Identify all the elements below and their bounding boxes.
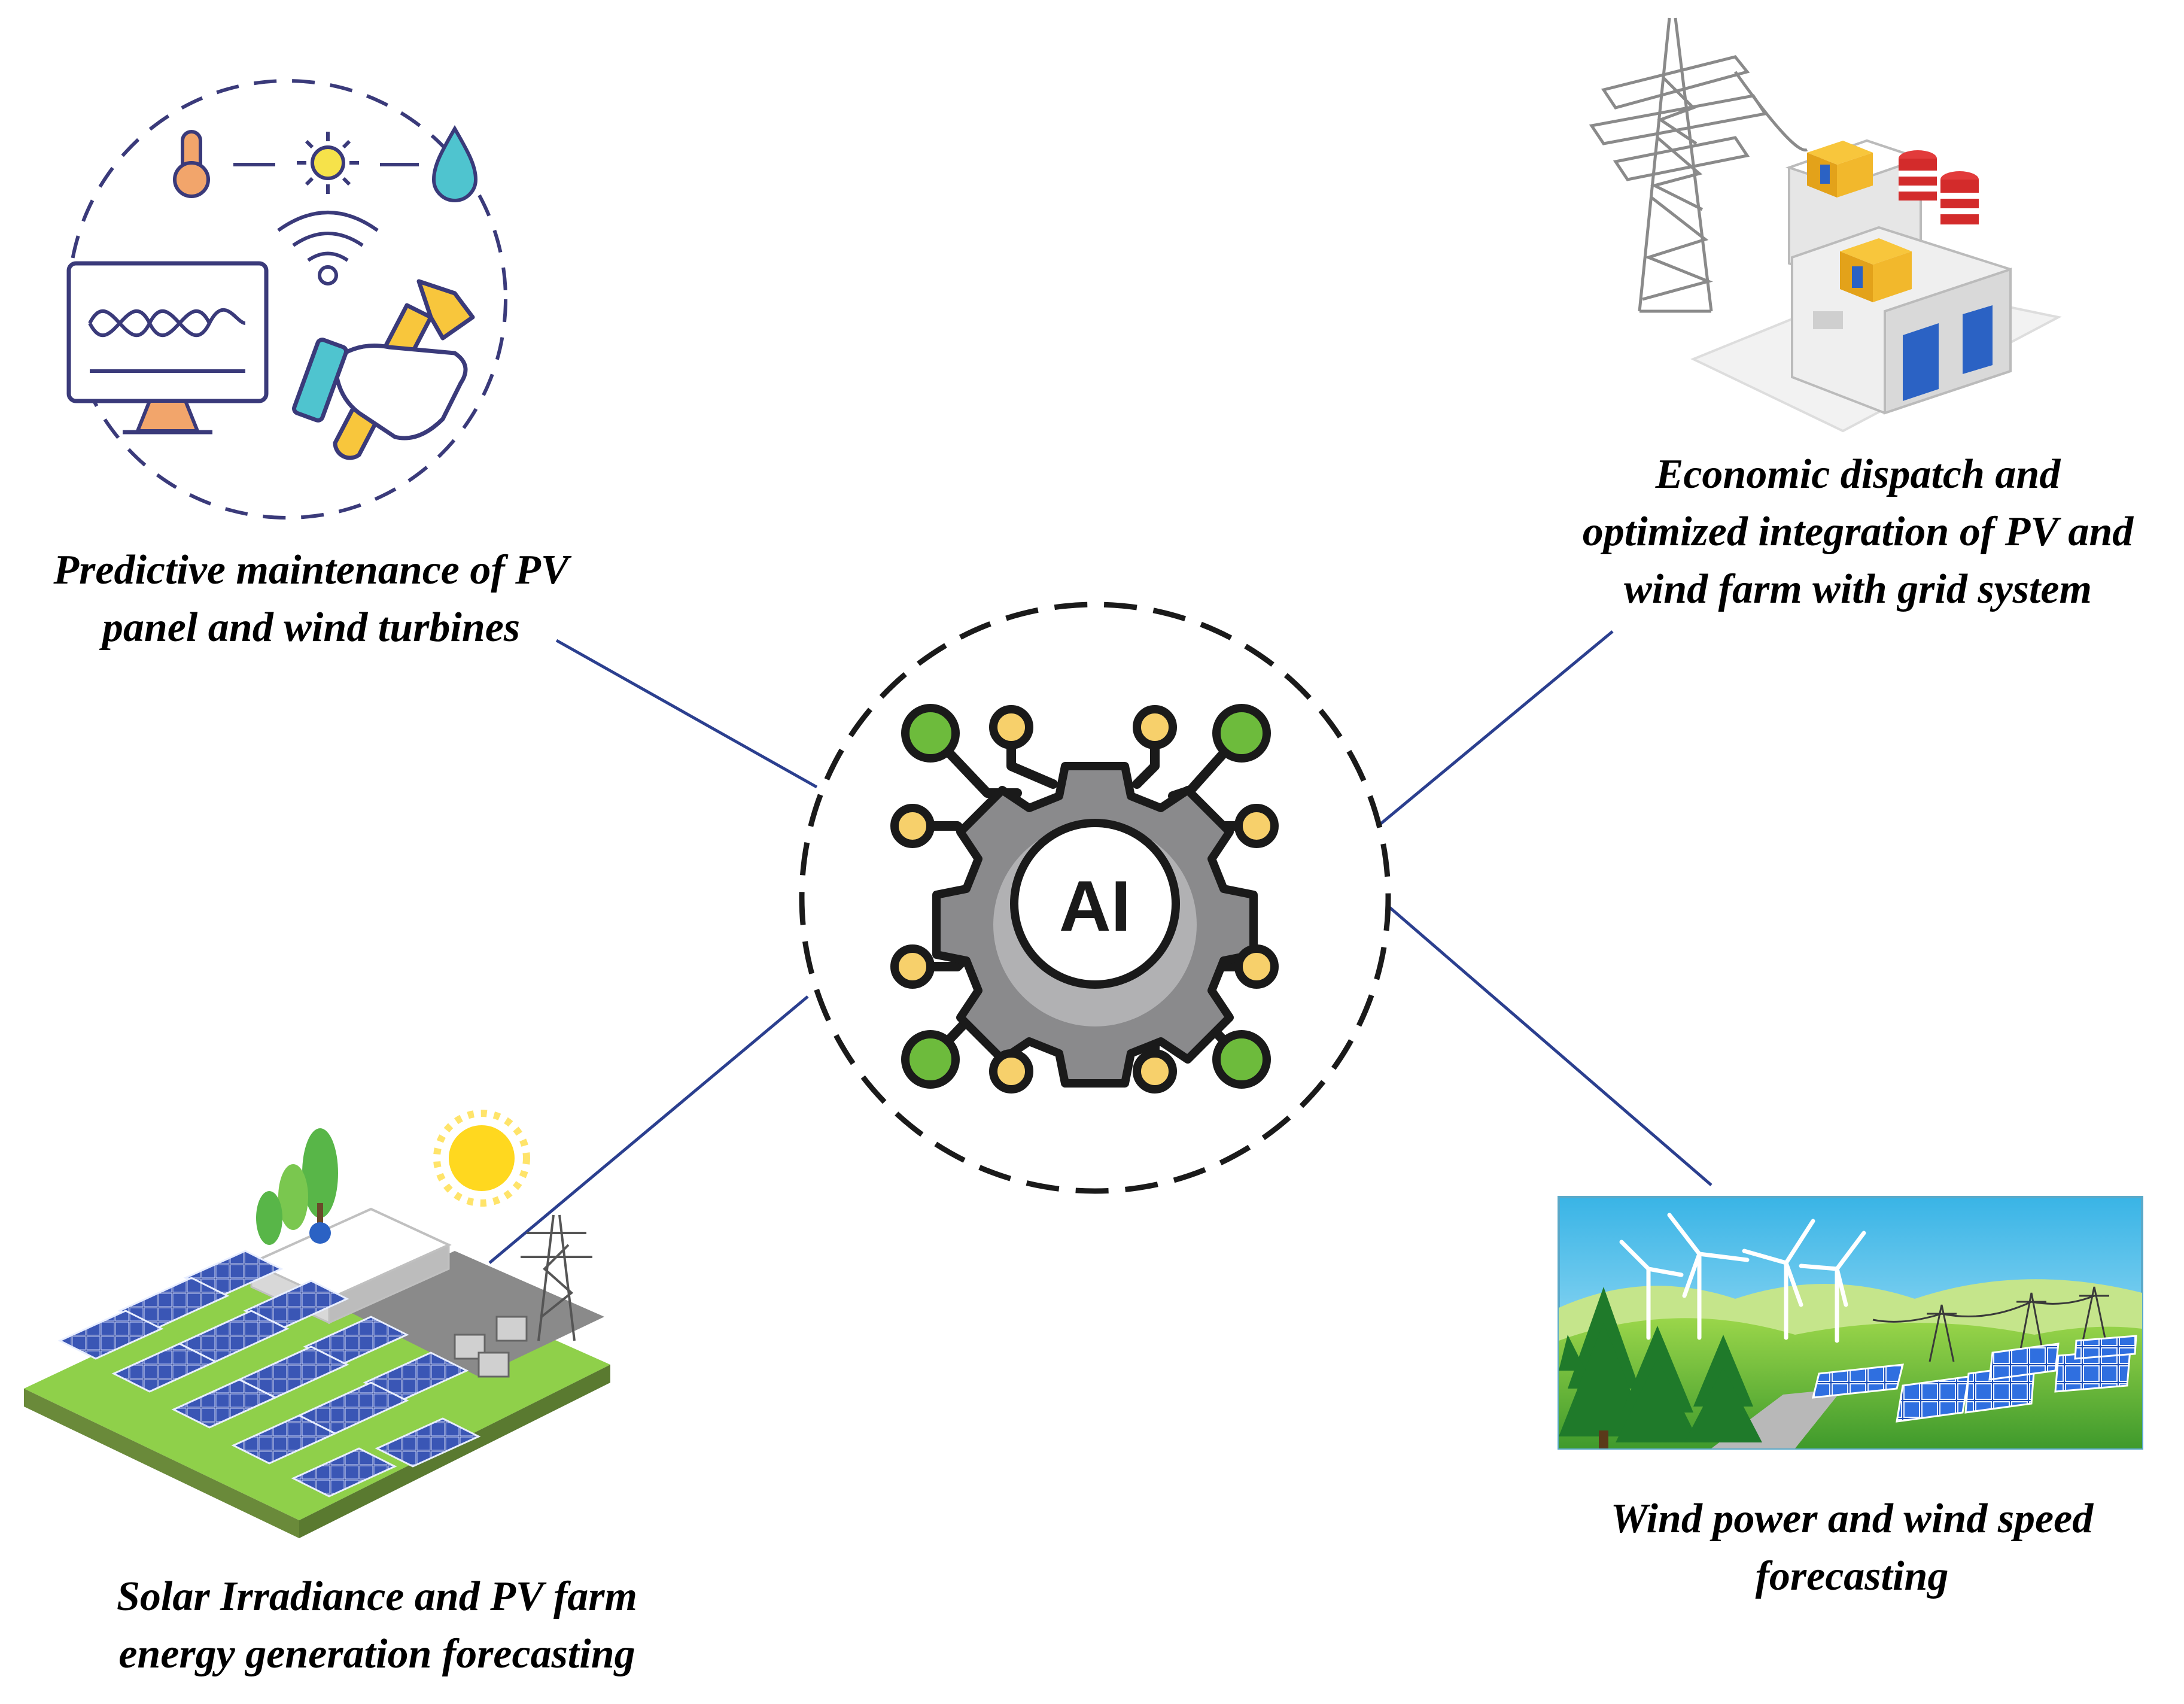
transmission-tower-icon: [521, 1214, 592, 1341]
solar-pv-farm-illustration: [24, 1110, 610, 1538]
storage-tanks-icon: [1899, 150, 1979, 224]
caption-line: Predictive maintenance of PV: [53, 547, 569, 593]
power-pylons-icon: [1872, 1286, 2109, 1362]
connector-bottom-left: [488, 995, 809, 1264]
node-green: [1212, 704, 1271, 763]
node-yellow: [890, 804, 935, 848]
connector-top-left: [555, 639, 818, 789]
solar-panels-icon: [57, 1250, 481, 1498]
sun-icon: [433, 1110, 530, 1207]
trees-icon: [256, 1128, 338, 1245]
node-yellow: [1234, 944, 1279, 989]
ai-label: AI: [1059, 866, 1131, 946]
transformer-icon: [1840, 238, 1912, 302]
caption-wind-forecasting: Wind power and wind speed forecasting: [1538, 1490, 2166, 1605]
caption-economic-dispatch: Economic dispatch and optimized integrat…: [1529, 446, 2184, 618]
monitor-icon: [66, 261, 269, 435]
wind-farm-landscape-illustration: [1558, 1196, 2143, 1450]
caption-line: panel and wind turbines: [102, 605, 521, 651]
caption-line: optimized integration of PV and: [1582, 509, 2134, 555]
gear-icon: AI: [932, 762, 1258, 1088]
node-yellow: [989, 705, 1033, 749]
caption-line: energy generation forecasting: [118, 1631, 635, 1677]
node-yellow: [1133, 1049, 1177, 1094]
caption-line: Wind power and wind speed: [1610, 1496, 2094, 1542]
node-green: [901, 1030, 960, 1089]
predictive-maintenance-illustration: [66, 79, 507, 520]
water-drop-icon: [431, 124, 478, 202]
node-green: [1212, 1030, 1271, 1089]
caption-line: Solar Irradiance and PV farm: [117, 1574, 637, 1620]
node-green: [901, 704, 960, 763]
ai-gear-network-icon: AI: [799, 602, 1391, 1194]
signal-icon: [277, 211, 379, 285]
connector-lines: [488, 630, 1712, 1264]
connector-bottom-right: [1374, 894, 1712, 1186]
transformer-icon: [1807, 141, 1873, 198]
thermometer-icon: [173, 130, 210, 198]
wrench-hand-icon: [292, 279, 475, 460]
caption-line: wind farm with grid system: [1624, 566, 2092, 612]
caption-line: Economic dispatch and: [1655, 451, 2061, 497]
caption-line: forecasting: [1755, 1553, 1949, 1599]
node-yellow: [1133, 705, 1177, 749]
caption-predictive-maintenance: Predictive maintenance of PV panel and w…: [12, 542, 610, 657]
connector-top-right: [1366, 630, 1614, 836]
pine-trees-icon: [1559, 1287, 1762, 1448]
node-yellow: [1234, 804, 1279, 848]
substation-equipment-icon: [454, 1316, 528, 1378]
sun-icon: [297, 132, 359, 194]
power-grid-substation-illustration: [1589, 17, 2062, 433]
node-yellow: [989, 1049, 1033, 1094]
node-yellow: [890, 944, 935, 989]
transmission-tower-icon: [1589, 17, 1808, 313]
solar-panels-icon: [1812, 1335, 2137, 1423]
wind-turbines-icon: [1619, 1213, 1866, 1343]
caption-solar-forecasting: Solar Irradiance and PV farm energy gene…: [48, 1568, 706, 1683]
network-nodes: [890, 704, 1279, 1094]
